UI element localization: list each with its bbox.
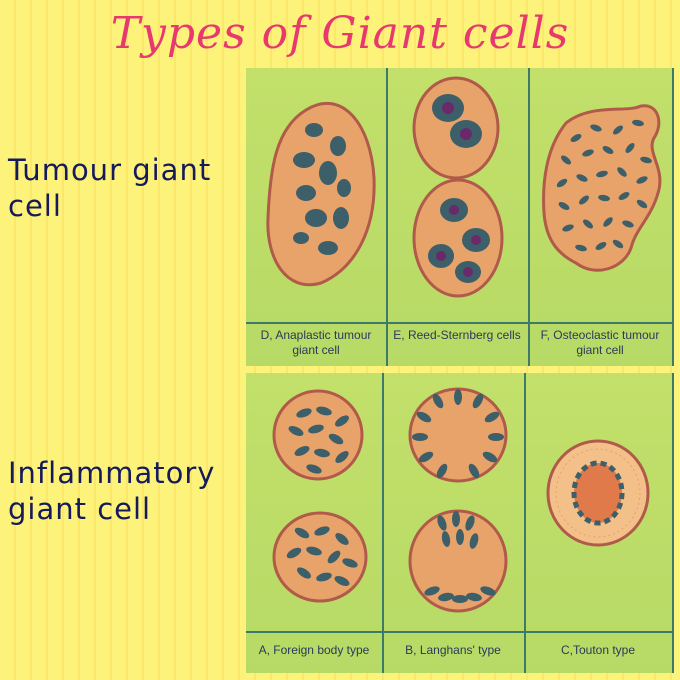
langhans-caption-text: B, Langhans' type [405, 643, 501, 657]
tumour-giant-cell-panel: D, Anaplastic tumour giant cell E, Reed-… [246, 68, 672, 366]
langhans-caption: B, Langhans' type [382, 631, 524, 673]
inflammatory-giant-cell-label: Inflammatory giant cell [8, 455, 243, 527]
tumour-cells-illustration [246, 68, 672, 328]
foreign-body-caption: A, Foreign body type [246, 631, 382, 673]
foreign-body-caption-text: A, Foreign body type [259, 643, 370, 657]
osteoclastic-caption: F, Osteoclastic tumour giant cell [528, 322, 672, 366]
tumour-giant-cell-label: Tumour giant cell [8, 152, 243, 224]
reed-sternberg-caption: E, Reed-Sternberg cells [386, 322, 528, 366]
touton-caption-text: C,Touton type [561, 643, 635, 657]
anaplastic-caption: D, Anaplastic tumour giant cell [246, 322, 386, 366]
touton-caption: C,Touton type [524, 631, 672, 673]
foreign-body-cell-top [274, 391, 362, 479]
tumour-label-text: Tumour giant cell [8, 153, 211, 223]
inflammatory-giant-cell-panel: A, Foreign body type B, Langhans' type C… [246, 373, 672, 673]
reed-sternberg-caption-text: E, Reed-Sternberg cells [393, 328, 520, 342]
page-title: Types of Giant cells [0, 8, 680, 59]
touton-nuclear-ring [574, 463, 622, 523]
osteoclastic-caption-text: F, Osteoclastic tumour giant cell [541, 328, 660, 357]
anaplastic-caption-text: D, Anaplastic tumour giant cell [261, 328, 372, 357]
inflammatory-cells-illustration [246, 373, 672, 633]
inflammatory-label-text: Inflammatory giant cell [8, 456, 215, 526]
